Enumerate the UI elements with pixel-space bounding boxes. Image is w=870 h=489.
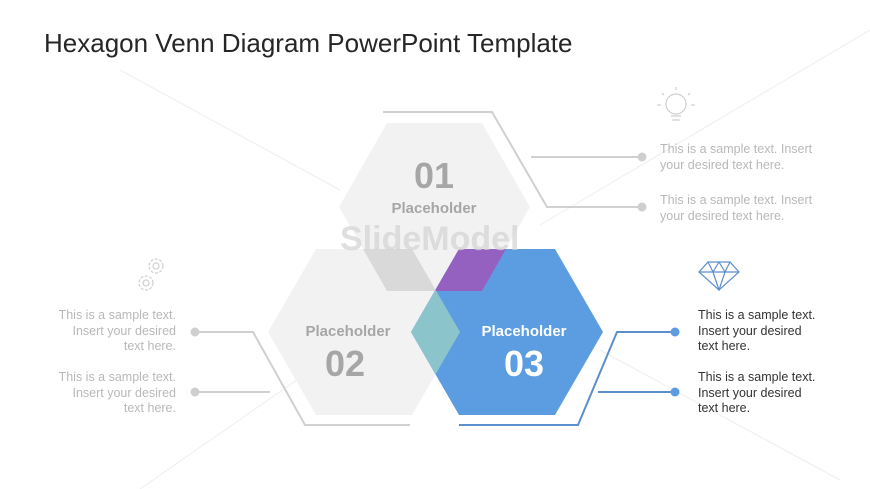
- background-lines: [119, 29, 870, 489]
- hexagon-02-label: Placeholder: [305, 323, 391, 340]
- blue-dots: [670, 327, 680, 397]
- diamond-icon: [698, 261, 740, 292]
- gray-dots: [190, 152, 647, 397]
- left-text-2: This is a sample text. Insert your desir…: [58, 370, 176, 415]
- bottom-right-text-1: This is a sample text. Insert your desir…: [698, 308, 816, 353]
- page-title: Hexagon Venn Diagram PowerPoint Template: [44, 28, 573, 58]
- hexagon-03-number: 03: [503, 343, 545, 384]
- top-right-text-2: This is a sample text. Insert your desir…: [660, 193, 813, 223]
- hexagon-01-number: 01: [413, 155, 455, 196]
- gray-connectors: [195, 111, 642, 426]
- overlap-01-02: [339, 249, 460, 291]
- top-right-text-1: This is a sample text. Insert your desir…: [660, 142, 813, 172]
- lightbulb-icon: [657, 87, 695, 121]
- hexagon-01-label: Placeholder: [391, 200, 477, 217]
- left-text-1: This is a sample text. Insert your desir…: [58, 308, 176, 353]
- bottom-right-text-2: This is a sample text. Insert your desir…: [698, 370, 816, 415]
- overlap-01-03: [411, 249, 530, 291]
- watermark-logo: SlideModel: [340, 220, 519, 258]
- hexagon-02-number: 02: [324, 343, 366, 384]
- gears-icon: [138, 258, 164, 291]
- blue-connectors: [459, 331, 675, 426]
- hexagon-03-label: Placeholder: [481, 323, 567, 340]
